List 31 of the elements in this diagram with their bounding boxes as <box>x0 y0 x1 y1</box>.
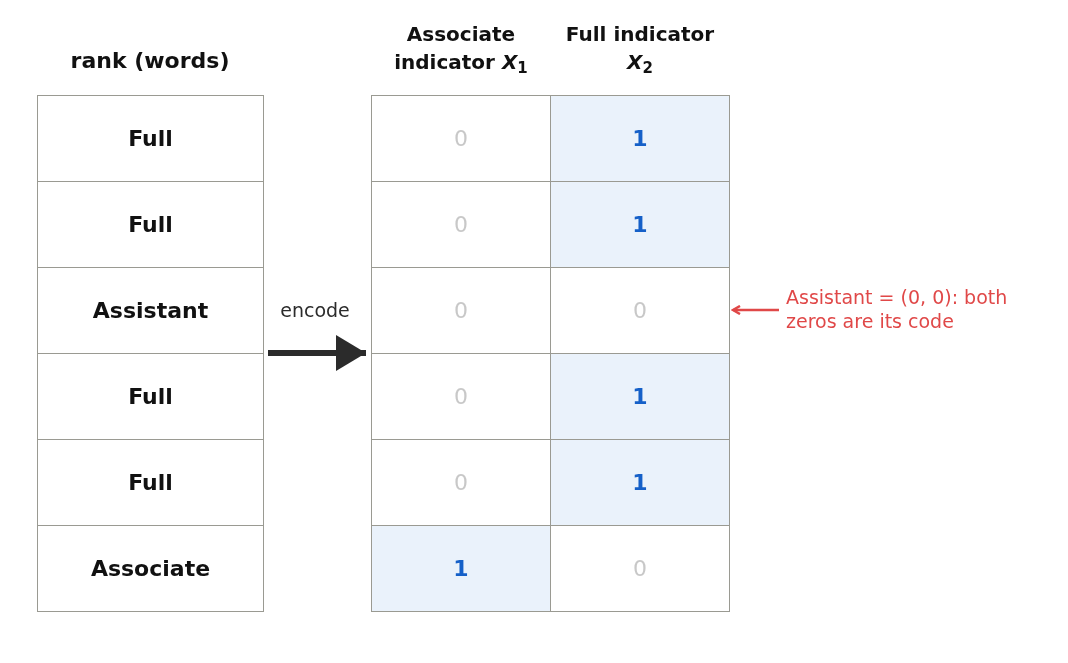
indicator-value: 1 <box>632 125 648 153</box>
indicator-value: 1 <box>632 469 648 497</box>
table-cell <box>37 181 264 268</box>
arrow <box>731 304 779 316</box>
column-header: Associate indicator X$_{1}$ <box>393 21 529 76</box>
table-cell <box>550 353 730 440</box>
rank-word: Assistant <box>92 297 209 325</box>
table-cell <box>371 95 551 182</box>
table-cell <box>550 95 730 182</box>
table-cell <box>37 353 264 440</box>
arrow <box>268 335 366 371</box>
table-cell <box>550 525 730 612</box>
table-cell <box>37 95 264 182</box>
rank-word: Full <box>128 125 173 153</box>
table-cell <box>371 525 551 612</box>
annotation-text: Assistant = (0, 0): both zeros are its code <box>786 285 1009 333</box>
indicator-value: 1 <box>453 555 469 583</box>
table-cell <box>37 267 264 354</box>
indicator-value: 1 <box>632 211 648 239</box>
rank-word: Associate <box>90 555 211 583</box>
column-header: rank (words) <box>69 47 231 75</box>
rank-word: Full <box>128 469 173 497</box>
table-cell <box>550 181 730 268</box>
table-cell <box>37 439 264 526</box>
rank-word: Full <box>128 383 173 411</box>
table-cell <box>37 525 264 612</box>
edge-label: encode <box>279 298 351 323</box>
rank-word: Full <box>128 211 173 239</box>
indicator-value: 1 <box>632 383 648 411</box>
table-cell <box>550 439 730 526</box>
column-header: Full indicator X$_{2}$ <box>564 21 716 76</box>
